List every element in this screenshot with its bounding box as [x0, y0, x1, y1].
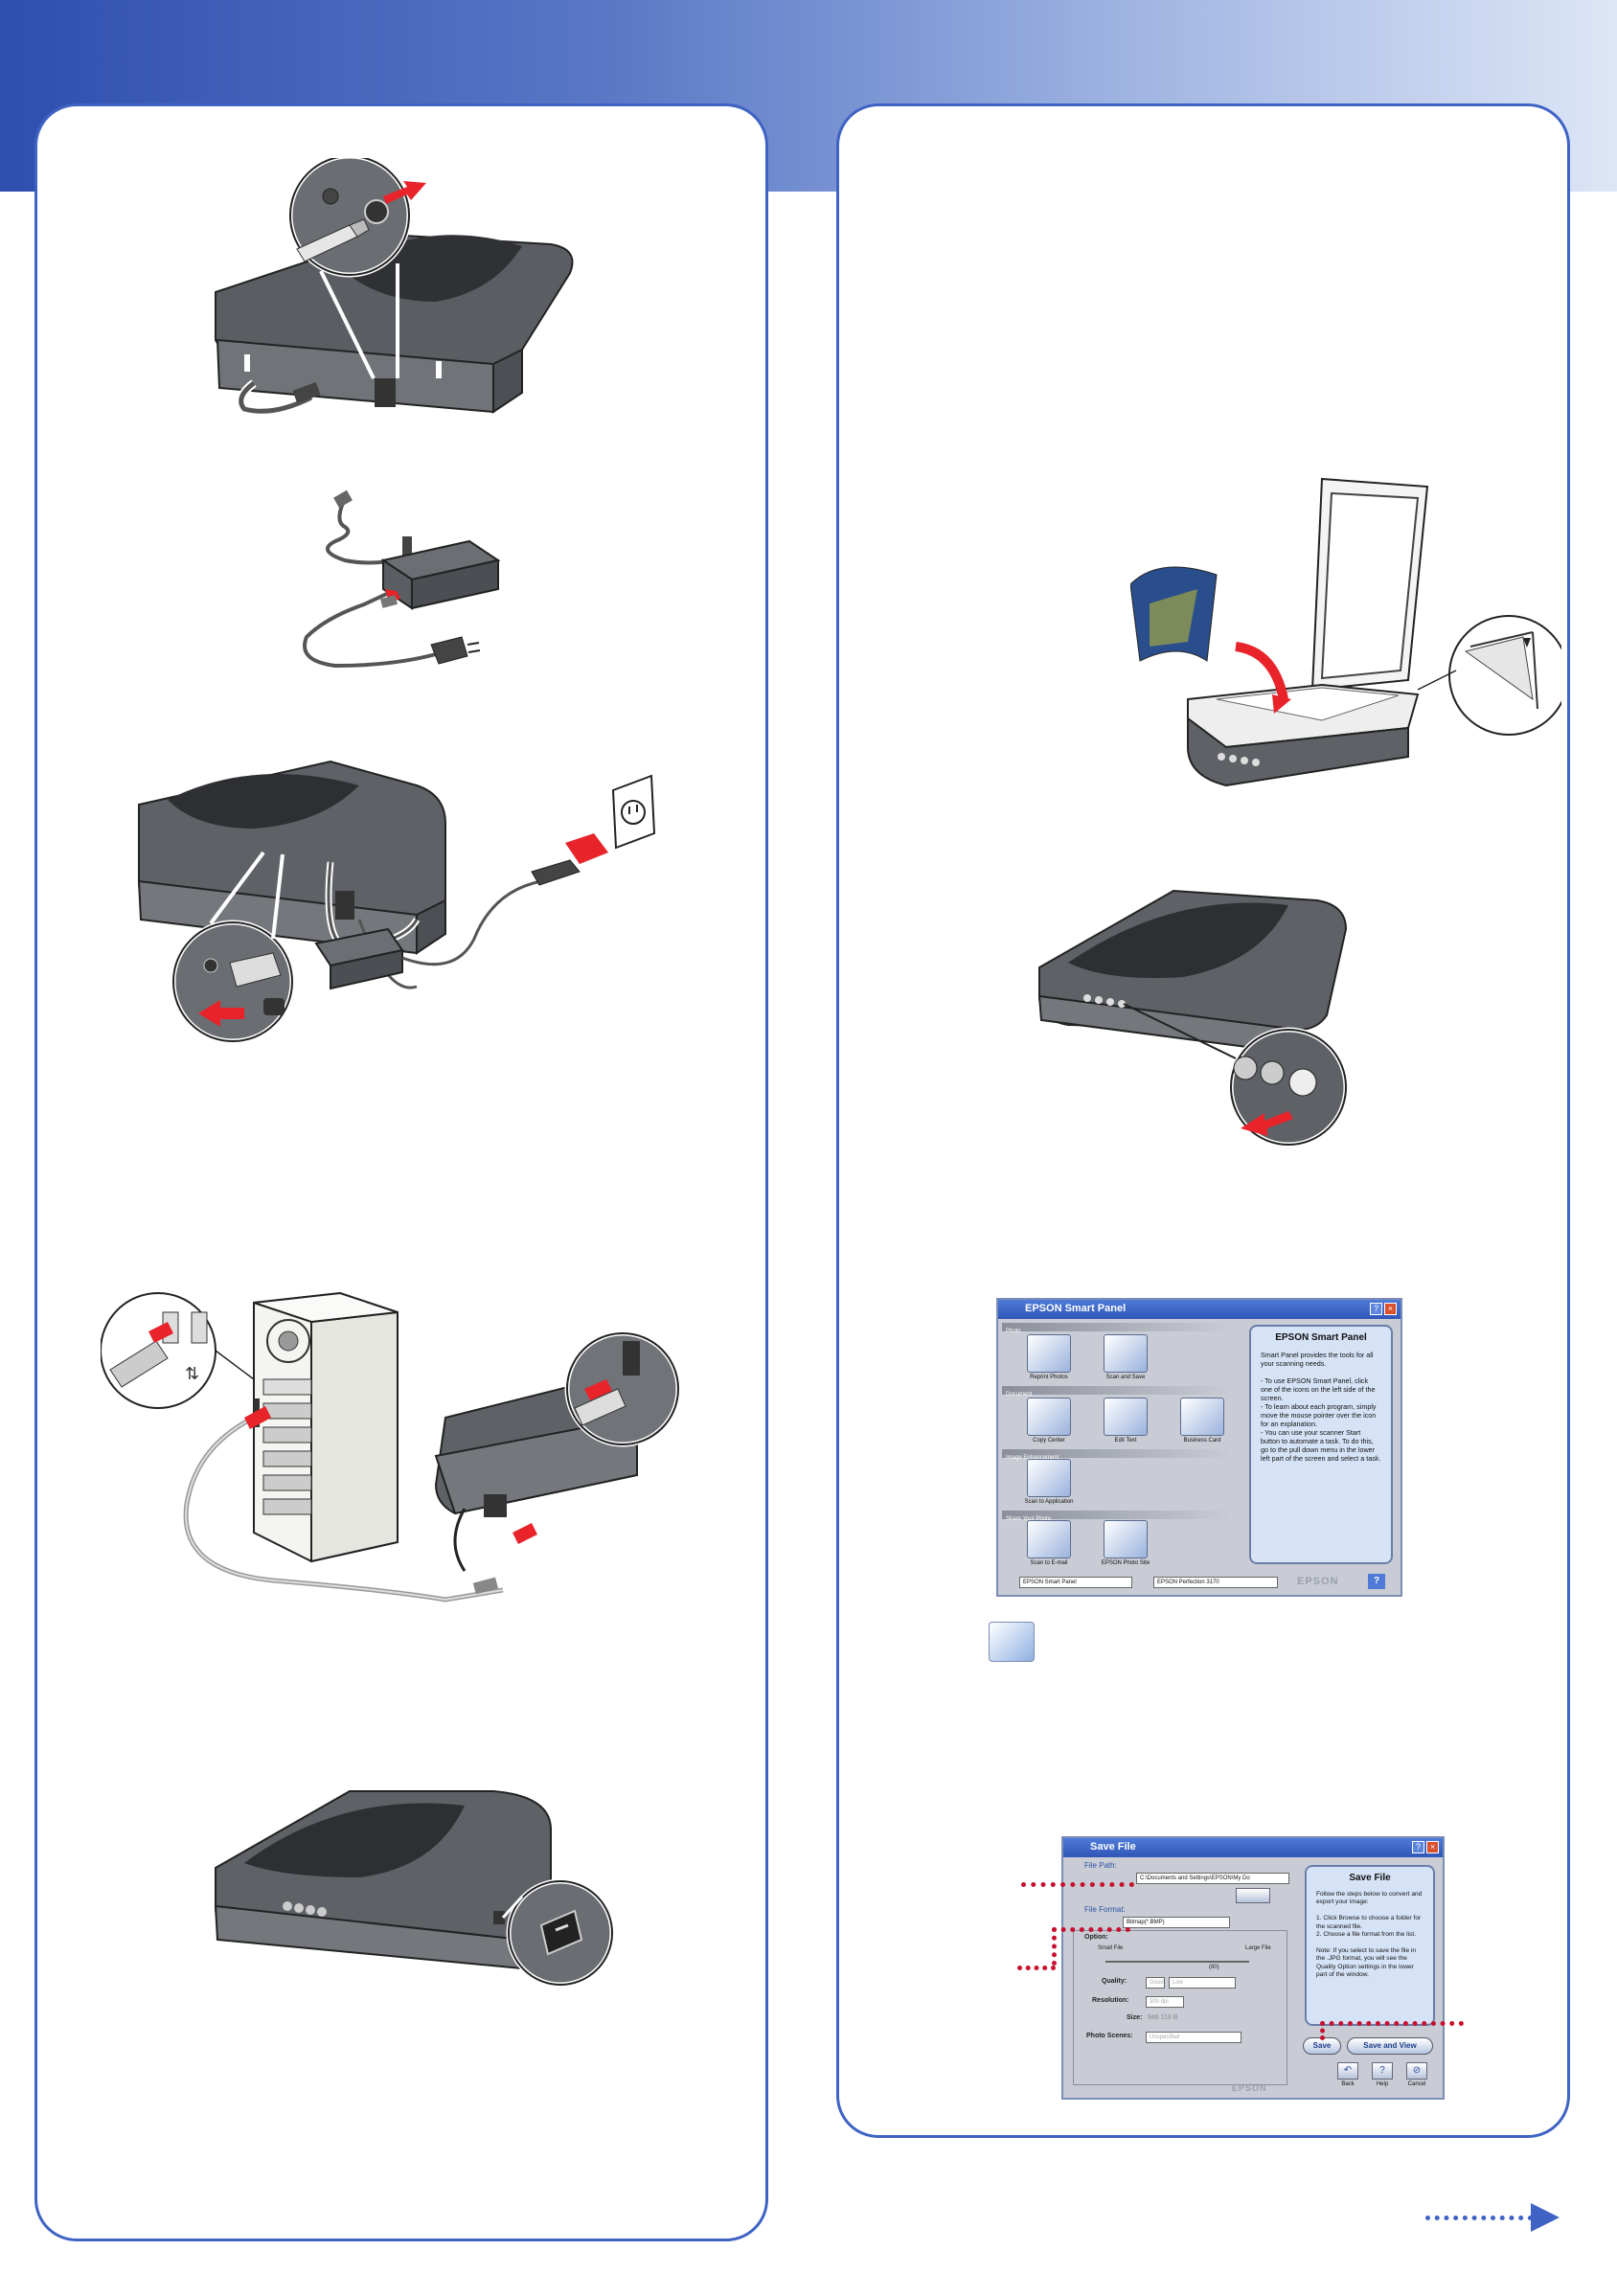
- scan-to-application-icon[interactable]: [1027, 1459, 1071, 1497]
- large-file-label: Large File: [1245, 1945, 1271, 1951]
- cancel-label: Cancel: [1407, 2081, 1426, 2087]
- scan-and-save-small-icon: [989, 1622, 1035, 1662]
- usb-connection-illustration: ⇅: [101, 1291, 681, 1603]
- back-button[interactable]: ↶: [1337, 2062, 1358, 2080]
- epson-photo-site-icon[interactable]: [1104, 1520, 1148, 1558]
- right-panel: [836, 103, 1570, 2138]
- cancel-button[interactable]: ⊘: [1406, 2062, 1427, 2080]
- slider-value: (80): [1209, 1965, 1219, 1970]
- save-help-title: Save File: [1349, 1873, 1391, 1883]
- scanner-dropdown[interactable]: EPSON Perfection 3170: [1153, 1577, 1278, 1588]
- business-card-icon[interactable]: [1180, 1398, 1224, 1436]
- quality-field: Good: [1146, 1977, 1165, 1989]
- quality-slider[interactable]: [1105, 1961, 1249, 1963]
- small-file-label: Small File: [1098, 1945, 1124, 1951]
- edit-text-icon[interactable]: [1104, 1398, 1148, 1436]
- epson-logo: EPSON: [1297, 1576, 1339, 1587]
- section-document: Document: [1002, 1386, 1232, 1398]
- ac-adapter-illustration: [303, 489, 501, 669]
- save-file-title: Save File: [1090, 1841, 1136, 1853]
- file-format-dropdown[interactable]: Bitmap(*.BMP): [1123, 1917, 1230, 1928]
- next-page-arrow: [1425, 2203, 1569, 2232]
- reprint-photos-icon[interactable]: [1027, 1334, 1071, 1373]
- section-share-your-photo: Share Your Photo: [1002, 1511, 1232, 1522]
- smart-panel-help-box: EPSON Smart Panel Smart Panel provides t…: [1249, 1325, 1393, 1564]
- file-format-callout: [1052, 1927, 1130, 1932]
- edit-text-label: Edit Text: [1114, 1438, 1137, 1444]
- option-label: Option:: [1084, 1934, 1108, 1941]
- size-label: Size:: [1127, 2014, 1143, 2021]
- scan-to-email-icon[interactable]: [1027, 1520, 1071, 1558]
- help-icon[interactable]: ?: [1370, 1303, 1382, 1315]
- save-file-help-box: Save File Follow the steps below to conv…: [1305, 1865, 1435, 2026]
- resolution-label: Resolution:: [1092, 1997, 1129, 2004]
- copy-center-icon[interactable]: [1027, 1398, 1071, 1436]
- smart-panel-title: EPSON Smart Panel: [1025, 1303, 1127, 1314]
- quality-field-2: Low: [1169, 1977, 1236, 1989]
- scanner-power-switch-illustration: [214, 1790, 615, 1988]
- photo-scenes-label: Photo Scenes:: [1086, 2033, 1133, 2039]
- file-path-label: File Path:: [1084, 1861, 1117, 1870]
- file-path-field[interactable]: C:\Documents and Settings\EPSON\My Do: [1136, 1873, 1289, 1884]
- smart-panel-help-button[interactable]: ?: [1368, 1574, 1385, 1589]
- place-document-illustration: [1130, 477, 1561, 787]
- help-box-text: Smart Panel provides the tools for all y…: [1261, 1351, 1381, 1463]
- smart-panel-titlebar: EPSON Smart Panel ?×: [998, 1300, 1401, 1319]
- help-icon[interactable]: ?: [1412, 1841, 1424, 1853]
- save-callout: [1320, 2021, 1464, 2026]
- help-label: Help: [1376, 2081, 1389, 2087]
- save-and-view-button[interactable]: Save and View: [1347, 2037, 1433, 2055]
- photo-scenes-field: Unspecified: [1146, 2032, 1241, 2043]
- back-label: Back: [1341, 2081, 1355, 2087]
- file-format-label: File Format:: [1084, 1905, 1126, 1914]
- copy-center-label: Copy Center: [1033, 1438, 1065, 1444]
- options-group: [1073, 1930, 1287, 2085]
- section-photo: Photo: [1002, 1323, 1232, 1334]
- business-card-label: Business Card: [1183, 1438, 1221, 1444]
- size-value: 946 119 B: [1148, 2014, 1178, 2021]
- save-file-titlebar: Save File ?×: [1063, 1838, 1443, 1857]
- file-format-callout-lower: [1017, 1966, 1056, 1970]
- save-file-epson-logo: EPSON: [1232, 2083, 1267, 2093]
- save-file-window: Save File ?× File Path: C:\Documents and…: [1061, 1836, 1445, 2100]
- task-dropdown[interactable]: EPSON Smart Panel: [1019, 1577, 1132, 1588]
- smart-panel-window: EPSON Smart Panel ?× Photo Reprint Photo…: [996, 1298, 1402, 1597]
- scanner-dc-port-illustration: [215, 158, 574, 416]
- scan-to-email-label: Scan to E-mail: [1030, 1560, 1068, 1566]
- close-icon[interactable]: ×: [1426, 1841, 1439, 1853]
- scan-and-save-icon[interactable]: [1104, 1334, 1148, 1373]
- scan-and-save-label: Scan and Save: [1105, 1375, 1146, 1380]
- section-image-enhancement: Image Enhancement: [1002, 1449, 1232, 1461]
- press-start-button-illustration: [1037, 889, 1349, 1148]
- quality-label: Quality:: [1102, 1978, 1127, 1985]
- epson-photo-site-label: EPSON Photo Site: [1101, 1560, 1150, 1566]
- resolution-field: 300 dpi: [1146, 1996, 1184, 2008]
- help-button[interactable]: ?: [1372, 2062, 1393, 2080]
- svg-text:⇅: ⇅: [185, 1364, 199, 1383]
- close-icon[interactable]: ×: [1384, 1303, 1397, 1315]
- browse-folder-button[interactable]: [1236, 1888, 1270, 1903]
- scanner-power-connection-illustration: [137, 760, 656, 1044]
- file-format-callout-vertical: [1052, 1927, 1057, 1966]
- reprint-photos-label: Reprint Photos: [1030, 1375, 1068, 1380]
- save-help-text: Follow the steps below to convert and ex…: [1316, 1891, 1423, 1979]
- help-box-title: EPSON Smart Panel: [1275, 1332, 1367, 1343]
- scan-to-application-label: Scan to Application: [1024, 1499, 1074, 1505]
- file-path-callout: [1021, 1882, 1134, 1887]
- save-callout-vertical: [1320, 2021, 1325, 2040]
